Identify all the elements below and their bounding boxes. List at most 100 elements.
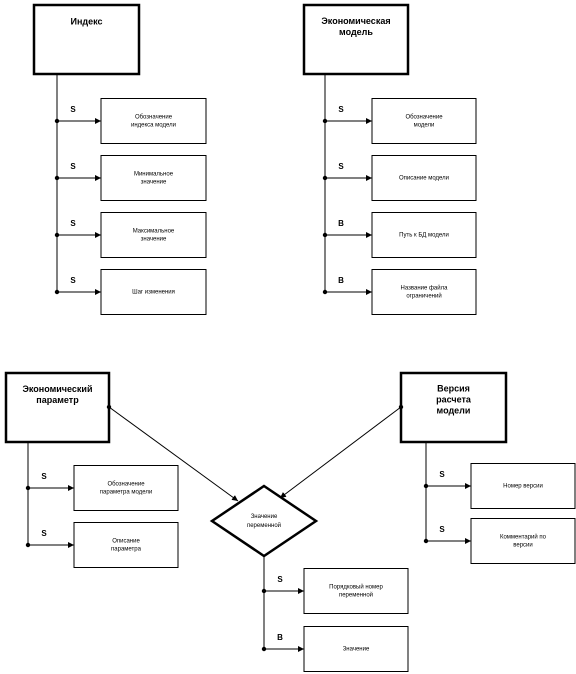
econ-model-attr-tag: B xyxy=(338,276,344,285)
index-attr-box xyxy=(100,269,207,315)
index-attr-tag: S xyxy=(70,276,76,285)
econ-param-entity-title-line: параметр xyxy=(36,395,79,405)
econ-model-attr-dot xyxy=(322,175,328,181)
econ-param-attr-dot xyxy=(25,485,31,491)
index-attr-tag: S xyxy=(70,219,76,228)
index-attr-label-line: Шаг изменения xyxy=(132,290,175,296)
model-version-attr-dot xyxy=(423,483,429,489)
relationship-attr-label-line: Значение xyxy=(343,647,370,653)
econ-param-attr-label-line: Обозначение xyxy=(107,482,145,488)
econ-model-attr-tag: B xyxy=(338,219,344,228)
version-connector-arrow xyxy=(279,406,402,499)
econ-param-attr-label-line: параметра модели xyxy=(100,490,152,496)
econ-param-attr-label-line: Описание xyxy=(112,539,140,545)
econ-model-attr-box xyxy=(371,269,477,315)
model-version-attr-box xyxy=(470,463,576,509)
econ-model-entity-title-line: модель xyxy=(339,27,373,37)
relationship-attr-label: Значение xyxy=(343,647,370,653)
index-attr-label: Шаг изменения xyxy=(132,290,175,296)
econ-param-connector-dot xyxy=(106,404,112,410)
econ-model-attr-dot xyxy=(322,289,328,295)
econ-model-attr-tag: S xyxy=(338,105,344,114)
relationship-attr-tag: S xyxy=(277,575,283,584)
relationship-title-line: переменной xyxy=(247,522,281,529)
relationship-attr-dot xyxy=(261,646,267,652)
model-version-entity-title-line: расчета xyxy=(436,394,472,404)
model-version-attr-label-line: Комментарий по xyxy=(500,534,547,541)
model-version-entity-title-line: модели xyxy=(437,405,471,415)
model-version-attr-tag: S xyxy=(439,525,445,534)
index-attr-box xyxy=(100,155,207,201)
relationship-attr-box xyxy=(303,568,409,614)
econ-model-attr-label-line: Путь к БД модели xyxy=(399,233,449,239)
model-version-attr-label: Комментарий по версии xyxy=(500,534,547,549)
econ-model-attr-dot xyxy=(322,118,328,124)
econ-model-attr-label: Описание модели xyxy=(399,176,449,182)
index-attr-dot xyxy=(54,118,60,124)
index-entity-title: Индекс xyxy=(70,16,102,26)
index-attr-tag: S xyxy=(70,105,76,114)
model-version-attr-label-line: Номер версии xyxy=(503,484,543,490)
econ-model-attr-label-line: Описание модели xyxy=(399,176,449,182)
model-version-entity-title-line: Версия xyxy=(437,383,470,393)
econ-model-attr-dot xyxy=(322,232,328,238)
econ-param-attr-label-line: параметра xyxy=(111,547,142,553)
index-attr-tag: S xyxy=(70,162,76,171)
econ-model-attr-label: Обозначение модели xyxy=(405,115,443,129)
index-attr-label: Минимальное значение xyxy=(134,172,174,186)
econ-model-attr-tag: S xyxy=(338,162,344,171)
econ-model-entity-title-line: Экономическая xyxy=(321,16,390,26)
index-attr-dot xyxy=(54,289,60,295)
relationship-attr-tag: B xyxy=(277,633,283,642)
index-attr-dot xyxy=(54,175,60,181)
econ-model-attr-box xyxy=(371,212,477,258)
relationship-attr-label-line: Порядковый номер xyxy=(329,584,383,591)
model-version-attr-box xyxy=(470,518,576,564)
econ-param-attr-box xyxy=(73,465,179,511)
index-attr-label-line: Максимальное xyxy=(133,229,175,235)
model-version-attr-label: Номер версии xyxy=(503,484,543,490)
relationship-diamond xyxy=(209,484,319,558)
index-attr-label: Максимальное значение xyxy=(133,229,175,243)
index-entity-title-line: Индекс xyxy=(70,16,102,26)
econ-param-attr-tag: S xyxy=(41,472,47,481)
relationship-title-line: Значение xyxy=(251,514,278,520)
econ-model-attr-label-line: модели xyxy=(414,123,435,129)
econ-param-attr-label: Описание параметра xyxy=(111,539,142,553)
index-attr-label-line: Обозначение xyxy=(135,115,173,121)
index-attr-label-line: значение xyxy=(141,180,167,186)
econ-model-entity-box xyxy=(302,3,410,76)
econ-param-attr-tag: S xyxy=(41,529,47,538)
index-attr-label: Обозначение индекса модели xyxy=(131,115,176,129)
index-attr-label-line: индекса модели xyxy=(131,123,176,129)
relationship-attr-label-line: переменной xyxy=(339,592,373,599)
relationship-attr-dot xyxy=(261,588,267,594)
econ-model-attr-label-line: Обозначение xyxy=(405,115,443,121)
index-attr-label-line: Минимальное xyxy=(134,172,174,178)
econ-param-attr-label: Обозначение параметра модели xyxy=(100,482,152,496)
econ-param-entity-title-line: Экономический xyxy=(23,384,93,394)
index-attr-dot xyxy=(54,232,60,238)
econ-param-attr-dot xyxy=(25,542,31,548)
index-attr-box xyxy=(100,98,207,144)
econ-model-attr-label: Путь к БД модели xyxy=(399,233,449,239)
econ-model-attr-box xyxy=(371,155,477,201)
relationship-title: Значение переменной xyxy=(247,514,281,529)
econ-param-connector-arrow xyxy=(108,406,239,502)
econ-model-attr-label-line: Название файла xyxy=(401,285,449,292)
index-attr-label-line: значение xyxy=(141,237,167,243)
version-connector-dot xyxy=(398,404,404,410)
econ-param-attr-box xyxy=(73,522,179,568)
econ-model-attr-label-line: ограничений xyxy=(406,293,441,300)
econ-model-attr-box xyxy=(371,98,477,144)
model-version-attr-dot xyxy=(423,538,429,544)
relationship-attr-box xyxy=(303,626,409,672)
model-version-attr-label-line: версии xyxy=(513,543,533,549)
index-attr-box xyxy=(100,212,207,258)
